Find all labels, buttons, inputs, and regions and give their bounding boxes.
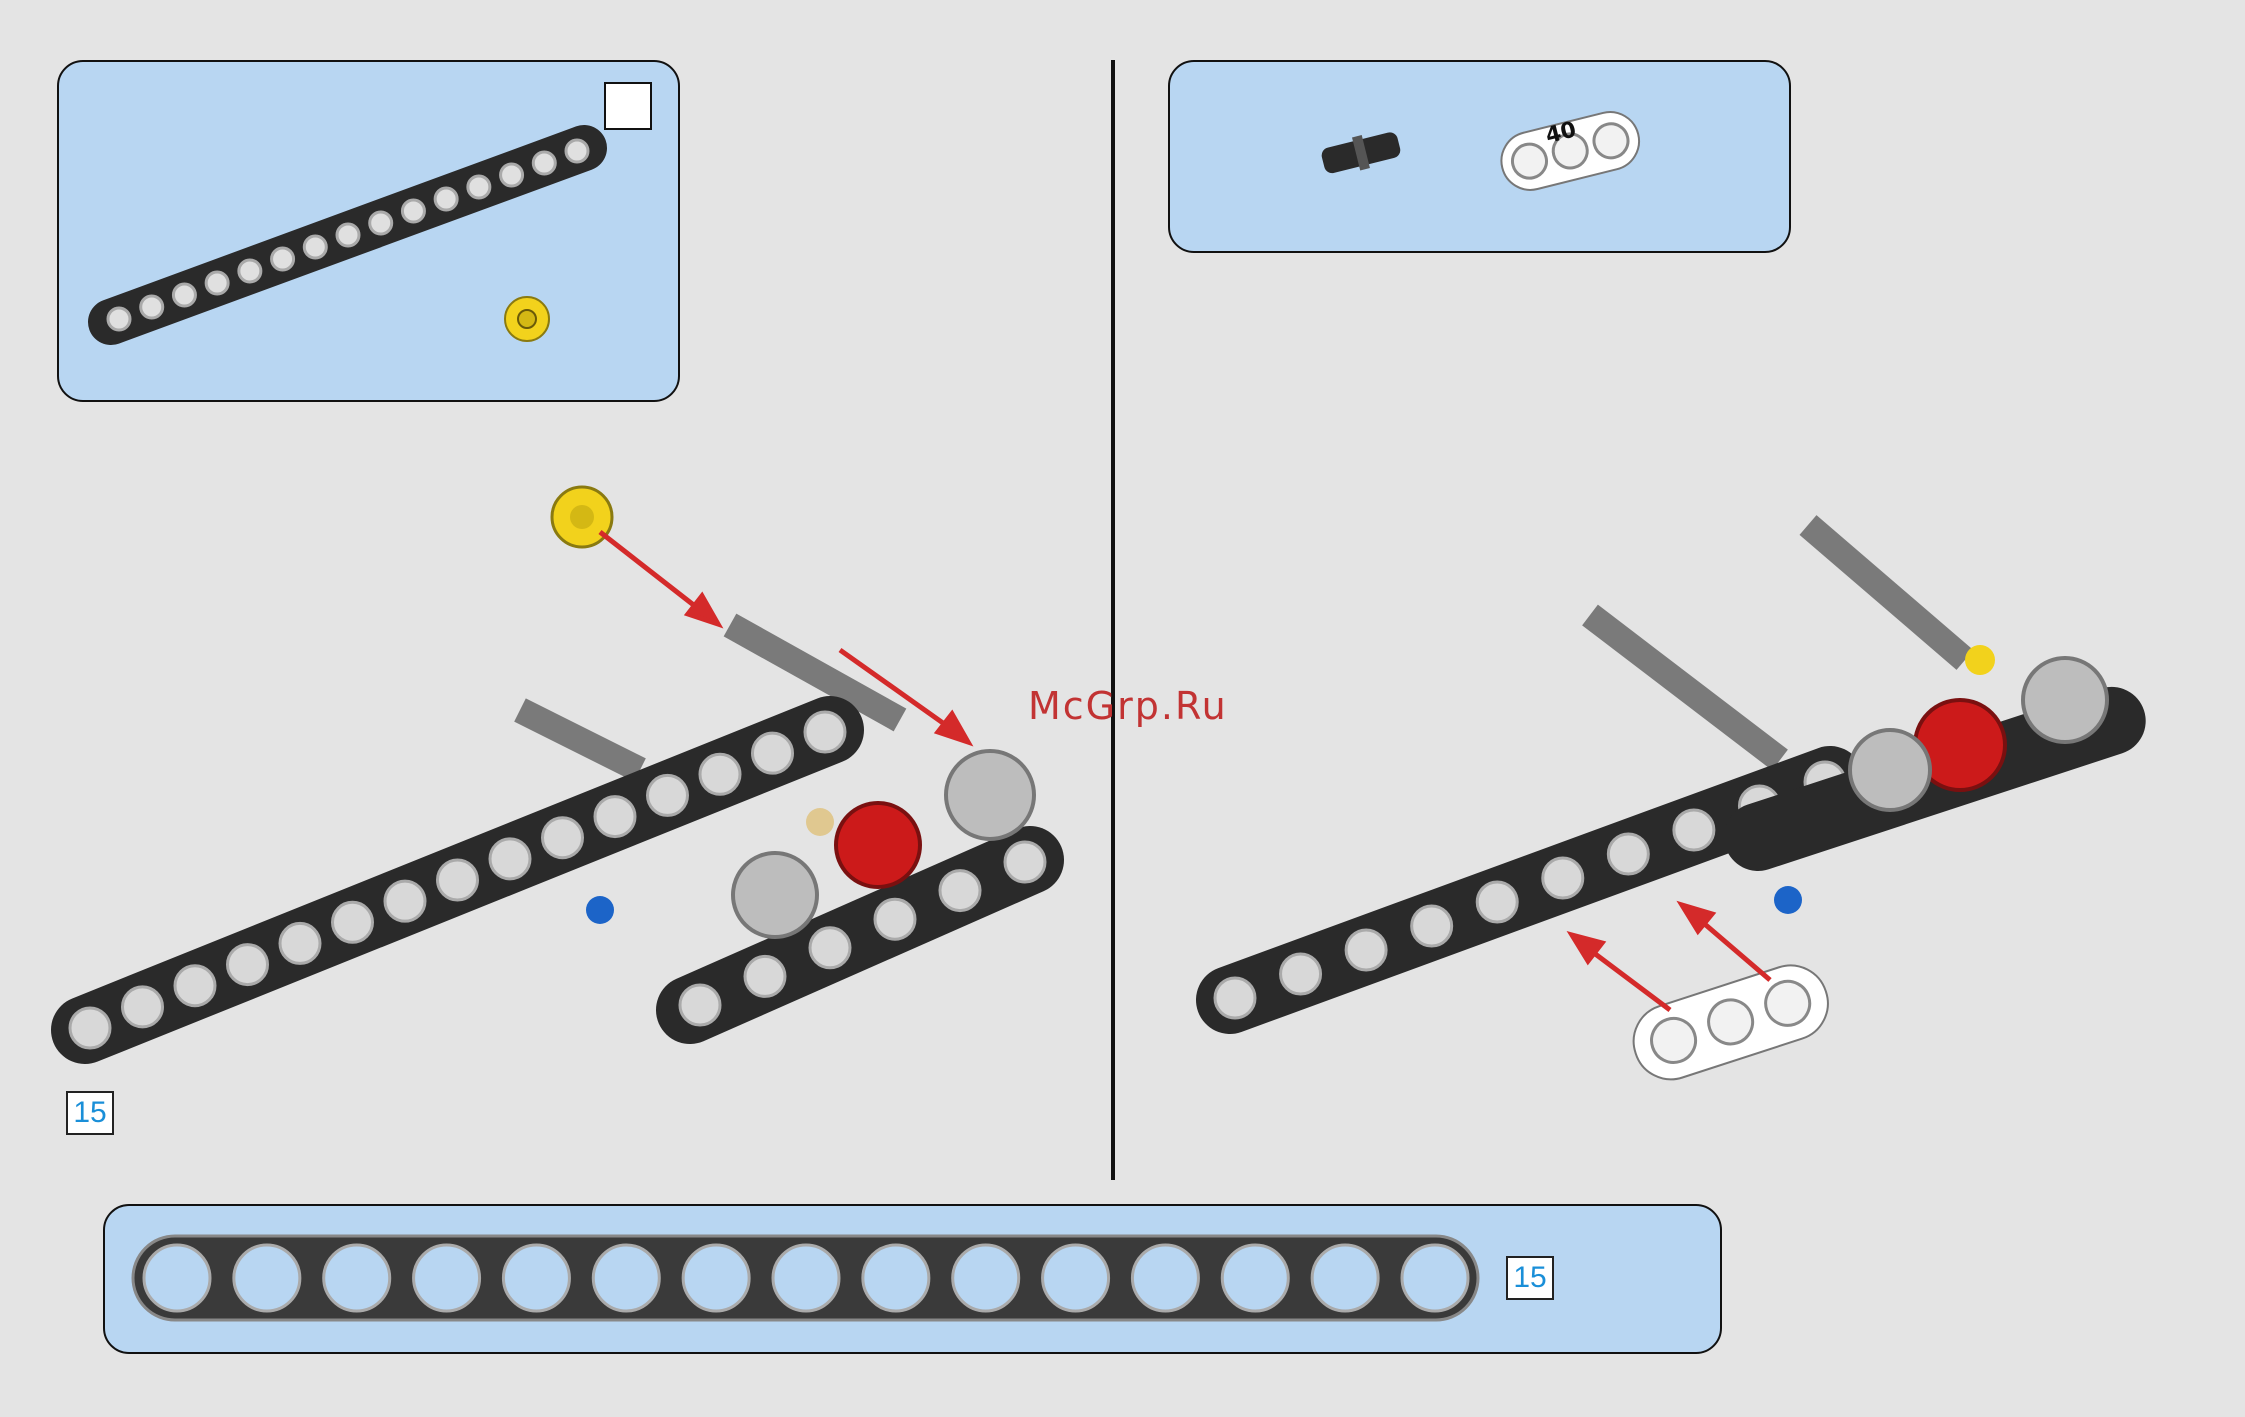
liftarm-hole — [1477, 882, 1517, 922]
page-divider — [1111, 60, 1115, 1180]
liftarm-hole — [438, 860, 478, 900]
liftarm-hole — [753, 733, 793, 773]
liftarm-hole — [595, 797, 635, 837]
liftarm-hole — [700, 754, 740, 794]
liftarm-3-in-assembly — [1624, 956, 1837, 1089]
liftarm-hole — [1132, 1245, 1198, 1311]
left-assembly-illustration — [0, 0, 1100, 1100]
liftarm-hole — [1543, 858, 1583, 898]
liftarm-hole — [1412, 906, 1452, 946]
right-assembly-illustration — [1130, 0, 2230, 1100]
ruler-length-label: 15 — [1506, 1256, 1554, 1300]
liftarm-hole — [414, 1245, 480, 1311]
liftarm-hole — [1312, 1245, 1378, 1311]
liftarm-hole — [940, 871, 980, 911]
liftarm-hole — [875, 899, 915, 939]
liftarm-hole — [683, 1245, 749, 1311]
liftarm-ruler-panel — [103, 1204, 1722, 1354]
liftarm-hole — [324, 1245, 390, 1311]
liftarm-hole — [234, 1245, 300, 1311]
liftarm-hole — [490, 839, 530, 879]
liftarm-hole — [1346, 930, 1386, 970]
liftarm-hole — [1402, 1245, 1468, 1311]
liftarm-hole — [144, 1245, 210, 1311]
liftarm-hole — [1222, 1245, 1288, 1311]
liftarm-hole — [175, 966, 215, 1006]
liftarm-hole — [1608, 834, 1648, 874]
liftarm-hole — [1281, 954, 1321, 994]
liftarm-hole — [773, 1245, 839, 1311]
liftarm-hole — [543, 818, 583, 858]
liftarm-hole — [503, 1245, 569, 1311]
liftarm-hole — [805, 712, 845, 752]
liftarm-hole — [333, 902, 373, 942]
liftarm-hole — [680, 985, 720, 1025]
liftarm-hole — [123, 987, 163, 1027]
liftarm-hole — [863, 1245, 929, 1311]
red-gear — [836, 803, 920, 887]
watermark: McGrp.Ru — [1028, 684, 1228, 728]
liftarm-hole — [1005, 842, 1045, 882]
liftarm-hole — [593, 1245, 659, 1311]
liftarm-hole — [810, 928, 850, 968]
liftarm-hole — [280, 923, 320, 963]
liftarm-ruler — [105, 1206, 1724, 1356]
liftarm-hole — [1043, 1245, 1109, 1311]
liftarm-hole — [1674, 810, 1714, 850]
liftarm-hole — [1215, 978, 1255, 1018]
liftarm-hole — [745, 956, 785, 996]
liftarm-hole — [228, 945, 268, 985]
liftarm-hole — [953, 1245, 1019, 1311]
liftarm-hole — [385, 881, 425, 921]
liftarm-hole — [648, 775, 688, 815]
step-number: 15 — [66, 1091, 114, 1135]
insertion-arrow — [600, 532, 968, 742]
liftarm-hole — [70, 1008, 110, 1048]
